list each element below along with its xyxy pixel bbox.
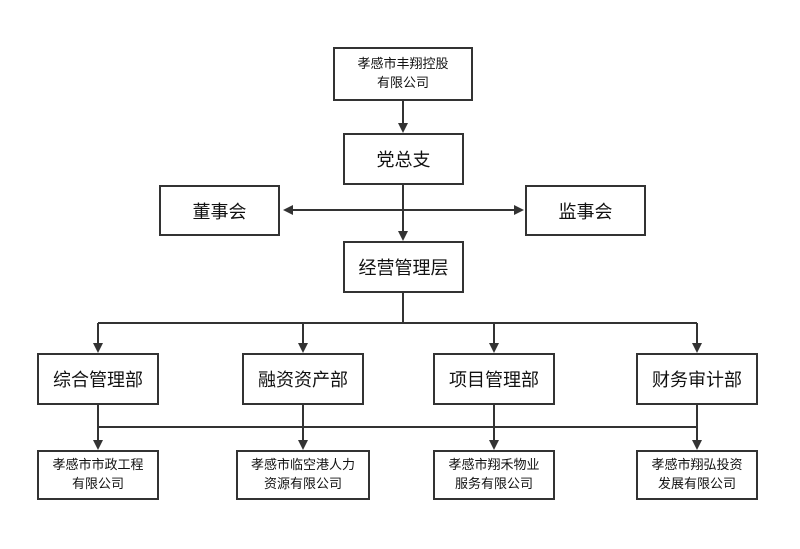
node-dept-financial-audit: 财务审计部 — [636, 353, 758, 405]
node-sub-airport-hr: 孝感市临空港人力 资源有限公司 — [236, 450, 370, 500]
node-party-branch: 党总支 — [343, 133, 464, 185]
node-supervisory-board: 监事会 — [525, 185, 646, 236]
node-dept-project-management: 项目管理部 — [433, 353, 555, 405]
node-dept-general-management: 综合管理部 — [37, 353, 159, 405]
node-sub-property-services: 孝感市翔禾物业 服务有限公司 — [433, 450, 555, 500]
node-management: 经营管理层 — [343, 241, 464, 293]
node-sub-municipal-engineering: 孝感市市政工程 有限公司 — [37, 450, 159, 500]
node-top-holding: 孝感市丰翔控股 有限公司 — [333, 47, 473, 101]
node-dept-finance-assets: 融资资产部 — [242, 353, 364, 405]
node-board: 董事会 — [159, 185, 280, 236]
node-sub-investment-development: 孝感市翔弘投资 发展有限公司 — [636, 450, 758, 500]
